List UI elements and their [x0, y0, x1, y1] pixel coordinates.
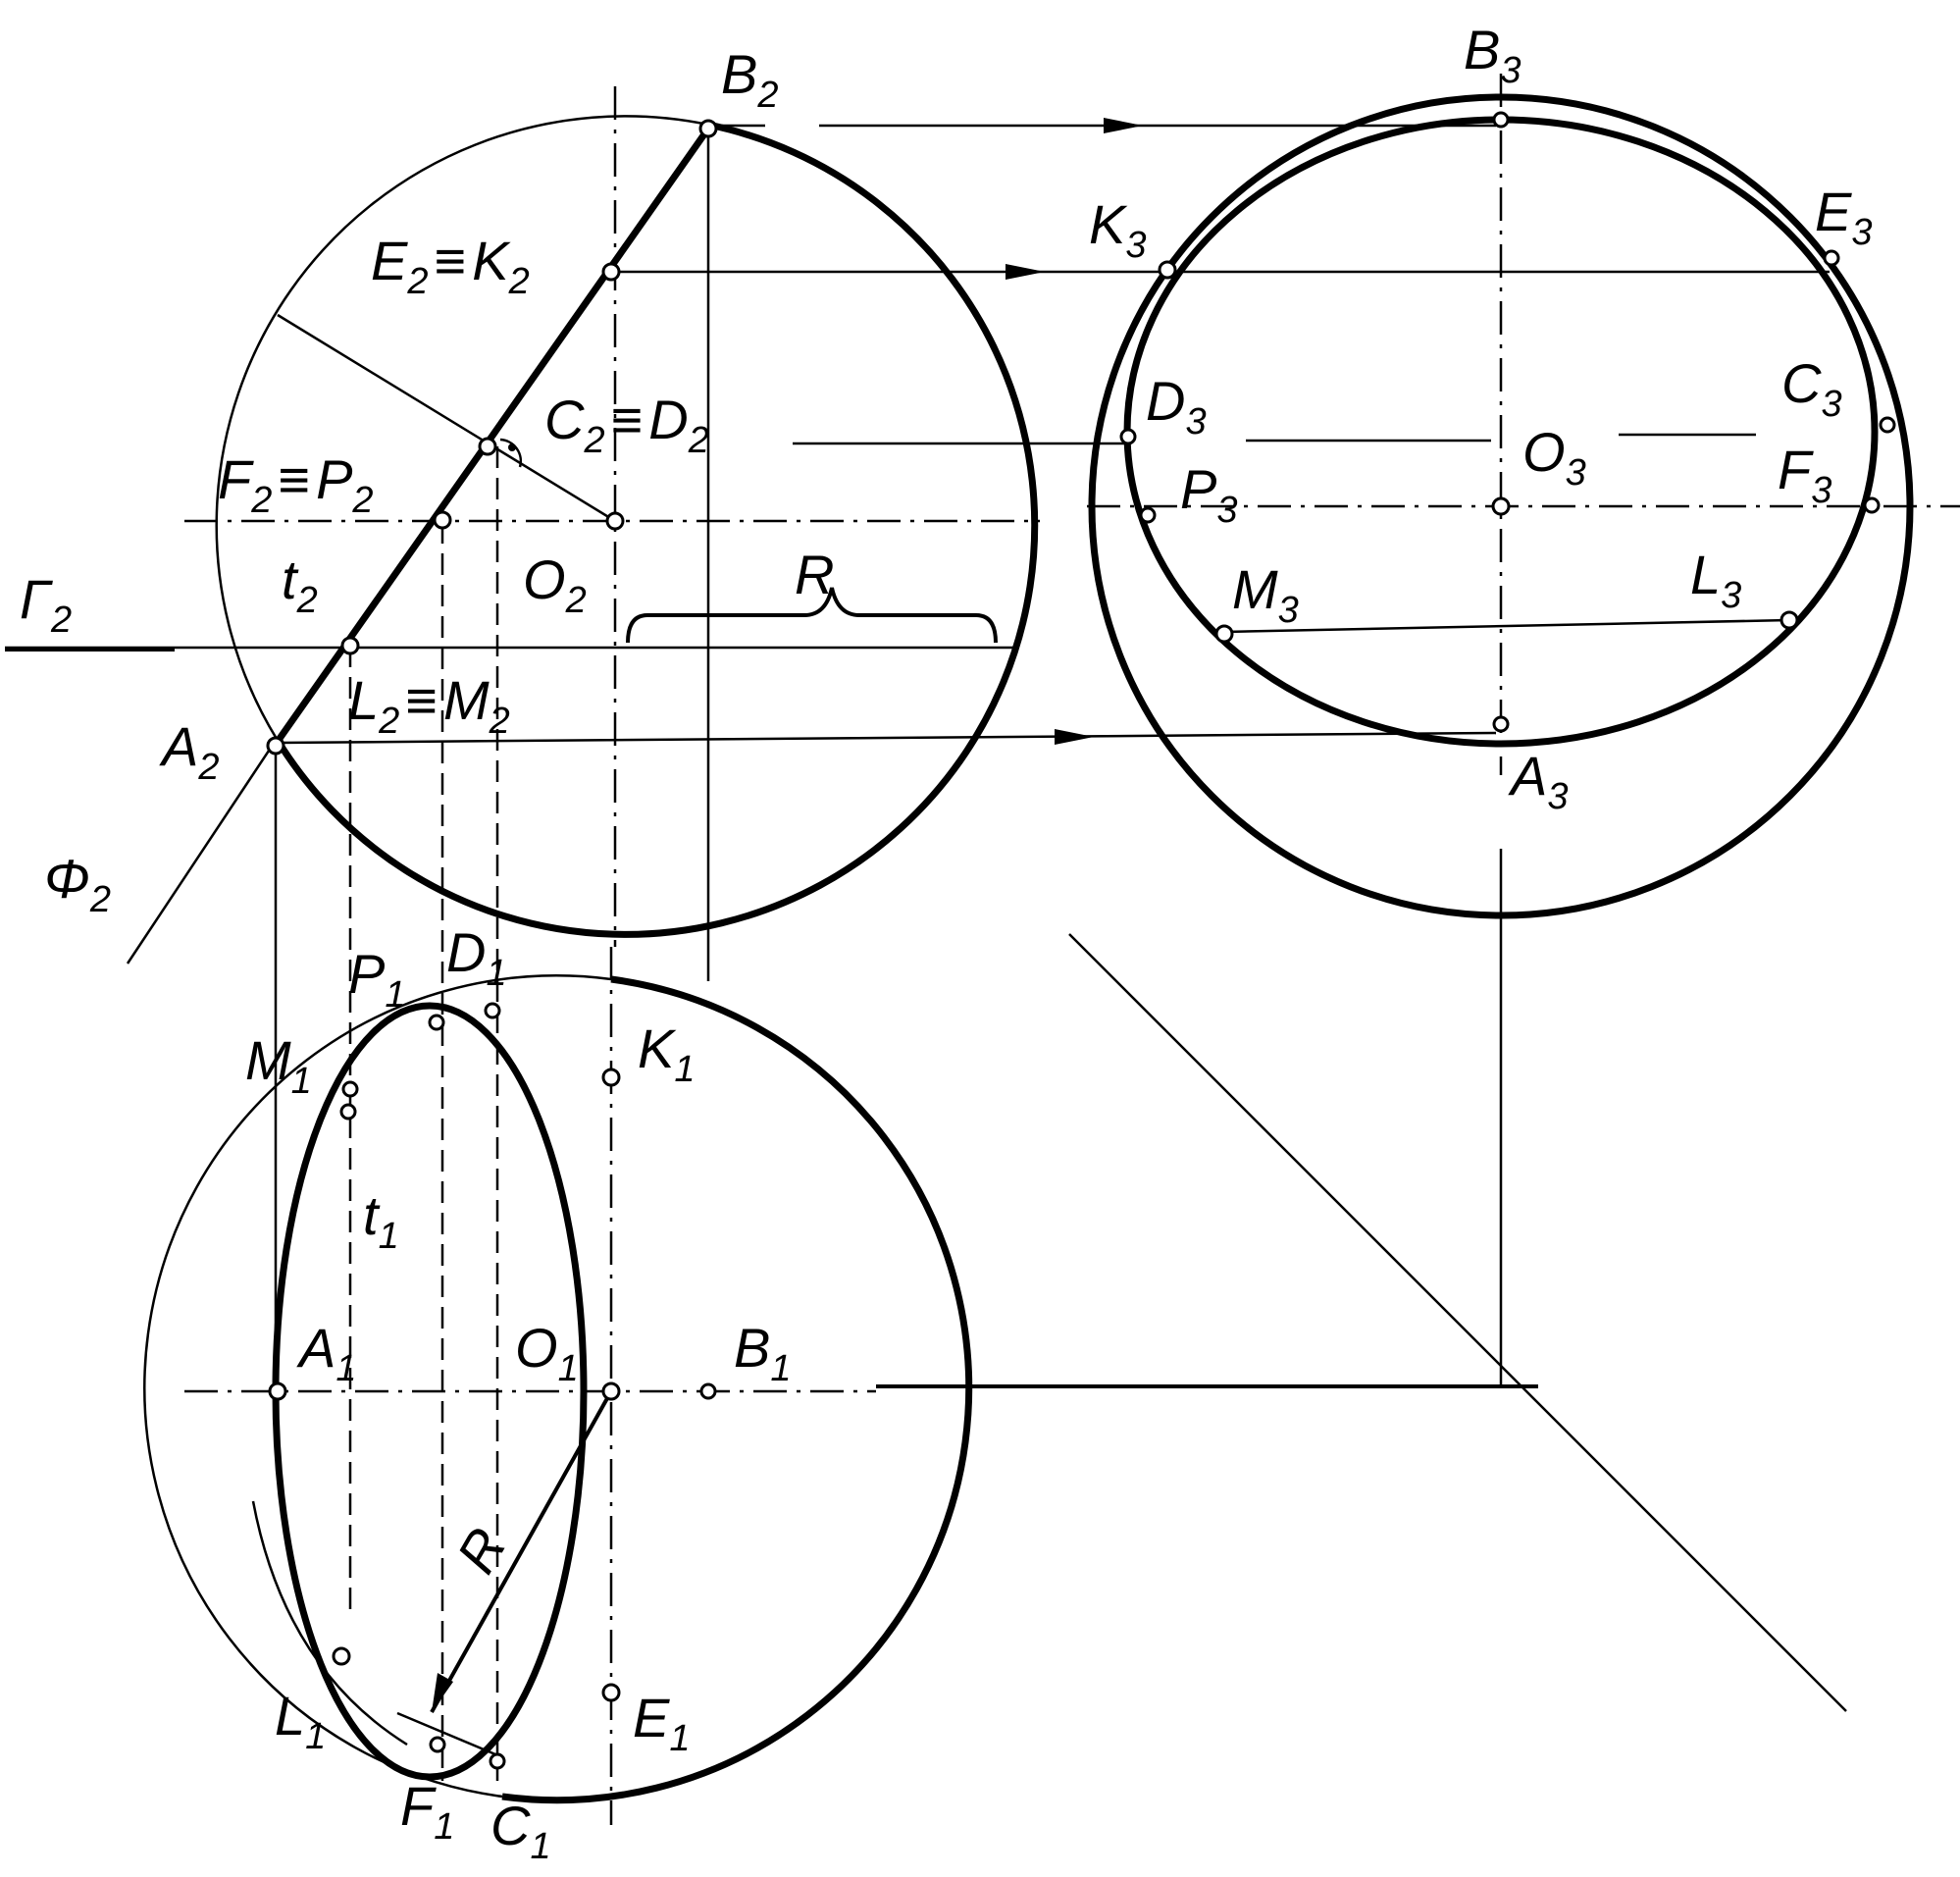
- point-l2: [340, 636, 360, 655]
- label-a2: A2: [159, 715, 220, 788]
- label-t2: t2: [282, 548, 318, 621]
- point-b1: [699, 1382, 717, 1400]
- arrow-a: [1055, 729, 1094, 745]
- label-b2: B2: [721, 43, 779, 116]
- label-o2: O2: [523, 548, 587, 621]
- label-b3: B3: [1464, 19, 1522, 91]
- point-e1: [601, 1683, 621, 1702]
- label-phi2: Φ2: [44, 848, 111, 920]
- front-sphere-outline-thin: [215, 115, 709, 740]
- label-f2p2: F2≡P2: [218, 448, 374, 521]
- label-d1: D1: [446, 921, 507, 994]
- label-e2k2: E2≡K2: [371, 230, 530, 302]
- point-a1: [268, 1382, 287, 1401]
- label-o1: O1: [515, 1317, 579, 1389]
- point-e3: [1823, 249, 1840, 267]
- point-a3: [1492, 715, 1510, 733]
- label-a1: A1: [296, 1317, 357, 1389]
- point-o3: [1491, 496, 1511, 516]
- point-o1: [601, 1382, 621, 1401]
- r-radius-arrow: [432, 1673, 453, 1712]
- point-o2: [605, 511, 625, 531]
- point-f2: [433, 510, 452, 530]
- point-m1: [341, 1080, 359, 1098]
- arrow-b: [1104, 118, 1143, 133]
- label-f1: F1: [400, 1775, 454, 1848]
- label-r-top: R: [795, 544, 834, 605]
- label-c2d2: C2≡D2: [544, 389, 709, 461]
- top-sphere-outline-thin: [143, 974, 612, 1799]
- label-gamma2: Γ2: [20, 568, 72, 641]
- point-l1: [332, 1646, 351, 1666]
- point-m1b: [339, 1103, 357, 1121]
- point-f1: [429, 1736, 446, 1753]
- label-k1: K1: [638, 1017, 696, 1090]
- label-c3: C3: [1781, 352, 1842, 425]
- right-angle-mark: [499, 438, 523, 468]
- point-f3: [1863, 496, 1881, 514]
- point-p3: [1139, 506, 1157, 524]
- label-r-bottom: R: [444, 1518, 518, 1584]
- side-proj-l: [1223, 618, 1790, 634]
- label-k3: K3: [1089, 193, 1147, 266]
- top-sphere-outline-thick: [501, 975, 973, 1804]
- label-d3: D3: [1146, 370, 1207, 443]
- point-k1: [601, 1068, 621, 1087]
- point-m3: [1214, 624, 1234, 644]
- side-view: B3 K3 E3 D3 C3 O3 P3 F3 M3 L3 A3: [876, 19, 1960, 1712]
- label-e1: E1: [633, 1687, 691, 1759]
- label-o3: O3: [1522, 421, 1586, 494]
- label-m1: M1: [245, 1029, 312, 1102]
- point-p1: [428, 1014, 445, 1031]
- arrow-e: [1006, 264, 1045, 280]
- front-sphere-outline-thick: [274, 121, 1039, 938]
- label-p1: P1: [348, 943, 406, 1016]
- label-a3: A3: [1508, 745, 1569, 817]
- label-e3: E3: [1815, 181, 1873, 253]
- point-k3: [1158, 260, 1177, 280]
- front-view: B2 E2≡K2 C2≡D2 F2≡P2 t2 O2 Γ2 R L2≡M2 A2…: [5, 43, 1830, 1781]
- right-angle-dot: [508, 443, 516, 451]
- point-c1: [489, 1752, 506, 1770]
- label-l3: L3: [1690, 544, 1741, 616]
- label-l1: L1: [275, 1685, 326, 1757]
- top-view: P1 D1 M1 K1 t1 A1 O1 B1 R L1 E1 F1 C1: [143, 921, 973, 1867]
- perpendicular-o2: [277, 313, 616, 523]
- point-d3: [1119, 428, 1137, 445]
- proj-h-a: [276, 731, 1497, 745]
- label-t1: t1: [363, 1184, 399, 1257]
- point-c2: [478, 437, 497, 456]
- point-b3: [1492, 111, 1510, 129]
- top-chord: [396, 1711, 496, 1756]
- section-line-t2: [274, 126, 711, 746]
- point-a2: [266, 736, 285, 756]
- point-d1: [484, 1002, 501, 1019]
- label-c1: C1: [490, 1795, 551, 1867]
- label-p3: P3: [1180, 458, 1238, 531]
- top-inner-arc: [251, 1500, 408, 1747]
- miter-line: [1068, 933, 1847, 1712]
- point-l3: [1779, 610, 1799, 630]
- point-c3: [1879, 416, 1896, 434]
- label-b1: B1: [734, 1317, 792, 1389]
- label-f3: F3: [1778, 439, 1831, 511]
- label-m3: M3: [1232, 558, 1299, 631]
- point-e2: [601, 262, 621, 282]
- r-bracket: [626, 587, 998, 644]
- r-radius-line: [430, 1390, 613, 1713]
- label-l2m2: L2≡M2: [348, 669, 510, 742]
- phi-plane-trace: [126, 738, 279, 965]
- point-b2: [698, 119, 718, 138]
